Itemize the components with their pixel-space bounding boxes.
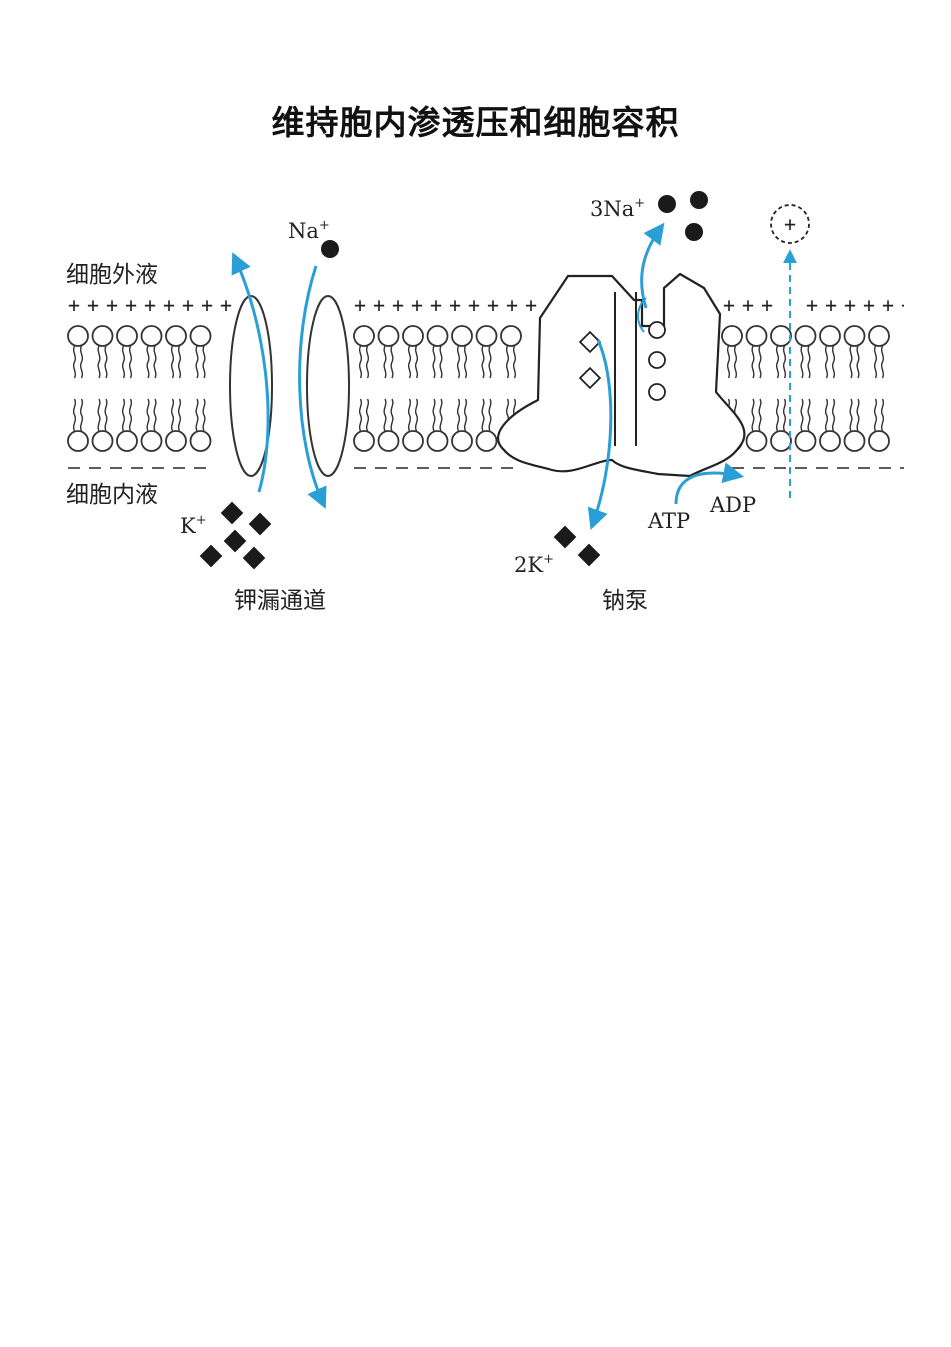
k-ion [577, 543, 601, 567]
intracellular-label: 细胞内液 [66, 482, 158, 508]
phospholipid [475, 325, 498, 452]
plus-sign: + [220, 293, 232, 317]
phospholipid [140, 325, 163, 452]
plus-sign: + [863, 293, 875, 317]
k-binding-site [578, 330, 602, 354]
adp-label: ADP [709, 493, 756, 517]
phospholipid [745, 325, 768, 452]
na-ion [658, 195, 676, 213]
plus-sign: + [182, 293, 194, 317]
pump-body [497, 272, 746, 478]
k-label: K+ [180, 513, 207, 538]
na-binding-site [648, 383, 666, 401]
plus-sign: + [844, 293, 856, 317]
k-ion [223, 529, 247, 553]
na-label: Na+ [288, 218, 330, 243]
na-binding-site [648, 351, 666, 369]
plus-sign: + [106, 293, 118, 317]
plus-sign: + [806, 293, 818, 317]
plus-sign: + [430, 293, 442, 317]
atp-hydrolysis-arrow [674, 462, 745, 505]
phospholipid [91, 325, 114, 452]
membrane-diagram: 细胞外液 细胞内液 +++++++++++++++++++++++++++++ … [66, 191, 904, 614]
plus-sign: + [723, 293, 735, 317]
plus-sign: + [201, 293, 213, 317]
phospholipid [770, 325, 792, 452]
atp-label: ATP [647, 509, 690, 533]
positive-charge-circle [770, 204, 810, 244]
na-ions-out [658, 191, 708, 241]
plus-sign: + [487, 293, 499, 317]
phospholipid [843, 325, 866, 452]
k-ion [220, 501, 244, 525]
channel-subunit-right [306, 295, 350, 477]
na-ion [690, 191, 708, 209]
k-ions [199, 501, 272, 570]
two-k-label: 2K+ [514, 552, 554, 577]
plus-sign: + [882, 293, 894, 317]
three-na-label: 3Na+ [590, 196, 645, 221]
na-binding-site [648, 321, 666, 339]
k-binding-site [578, 366, 602, 390]
plus-sign: + [373, 293, 385, 317]
plus-sign: + [825, 293, 837, 317]
plus-sign: + [87, 293, 99, 317]
phospholipid [819, 325, 841, 452]
phospholipid [794, 325, 817, 452]
na-ion [321, 240, 339, 258]
plus-sign: + [411, 293, 423, 317]
extracellular-label: 细胞外液 [66, 262, 158, 288]
k-ion [248, 512, 272, 536]
plus-sign: + [901, 293, 904, 317]
phospholipid [165, 325, 187, 452]
plus-sign: + [163, 293, 175, 317]
plus-sign: + [742, 293, 754, 317]
k-ion [553, 525, 577, 549]
sodium-potassium-pump [497, 272, 746, 478]
k-leak-channel-label: 钾漏通道 [234, 588, 326, 614]
phospholipid [868, 325, 890, 452]
plus-sign: + [468, 293, 480, 317]
plus-sign: + [68, 293, 80, 317]
positive-charge-row: +++++++++++++++++++++++++++++ [68, 293, 904, 317]
plus-sign: + [354, 293, 366, 317]
k-ions-in [553, 525, 601, 567]
diagram-title: 维持胞内渗透压和细胞容积 [271, 103, 680, 142]
phospholipid [451, 325, 473, 452]
plus-sign: + [392, 293, 404, 317]
positive-charge-symbol: + [784, 212, 796, 236]
lipid-bilayer [67, 325, 890, 452]
k-efflux-arrow [231, 252, 270, 493]
plus-sign: + [125, 293, 137, 317]
phospholipid [377, 325, 400, 452]
plus-sign: + [761, 293, 773, 317]
na-influx-arrow [298, 265, 327, 509]
plus-sign: + [506, 293, 518, 317]
plus-sign: + [144, 293, 156, 317]
na-efflux-arrow [640, 222, 665, 309]
phospholipid [189, 325, 212, 452]
potassium-leak-channel [229, 295, 350, 477]
k-influx-arrow [587, 339, 613, 530]
phospholipid [116, 325, 138, 452]
phospholipid [353, 325, 375, 452]
plus-sign: + [449, 293, 461, 317]
na-ion [685, 223, 703, 241]
plus-sign: + [525, 293, 537, 317]
phospholipid [67, 325, 89, 452]
na-binding-arrow [637, 297, 647, 333]
phospholipid [426, 325, 449, 452]
k-ion [199, 544, 223, 568]
phospholipid [402, 325, 424, 452]
na-pump-label: 钠泵 [602, 588, 648, 614]
k-ion [242, 546, 266, 570]
